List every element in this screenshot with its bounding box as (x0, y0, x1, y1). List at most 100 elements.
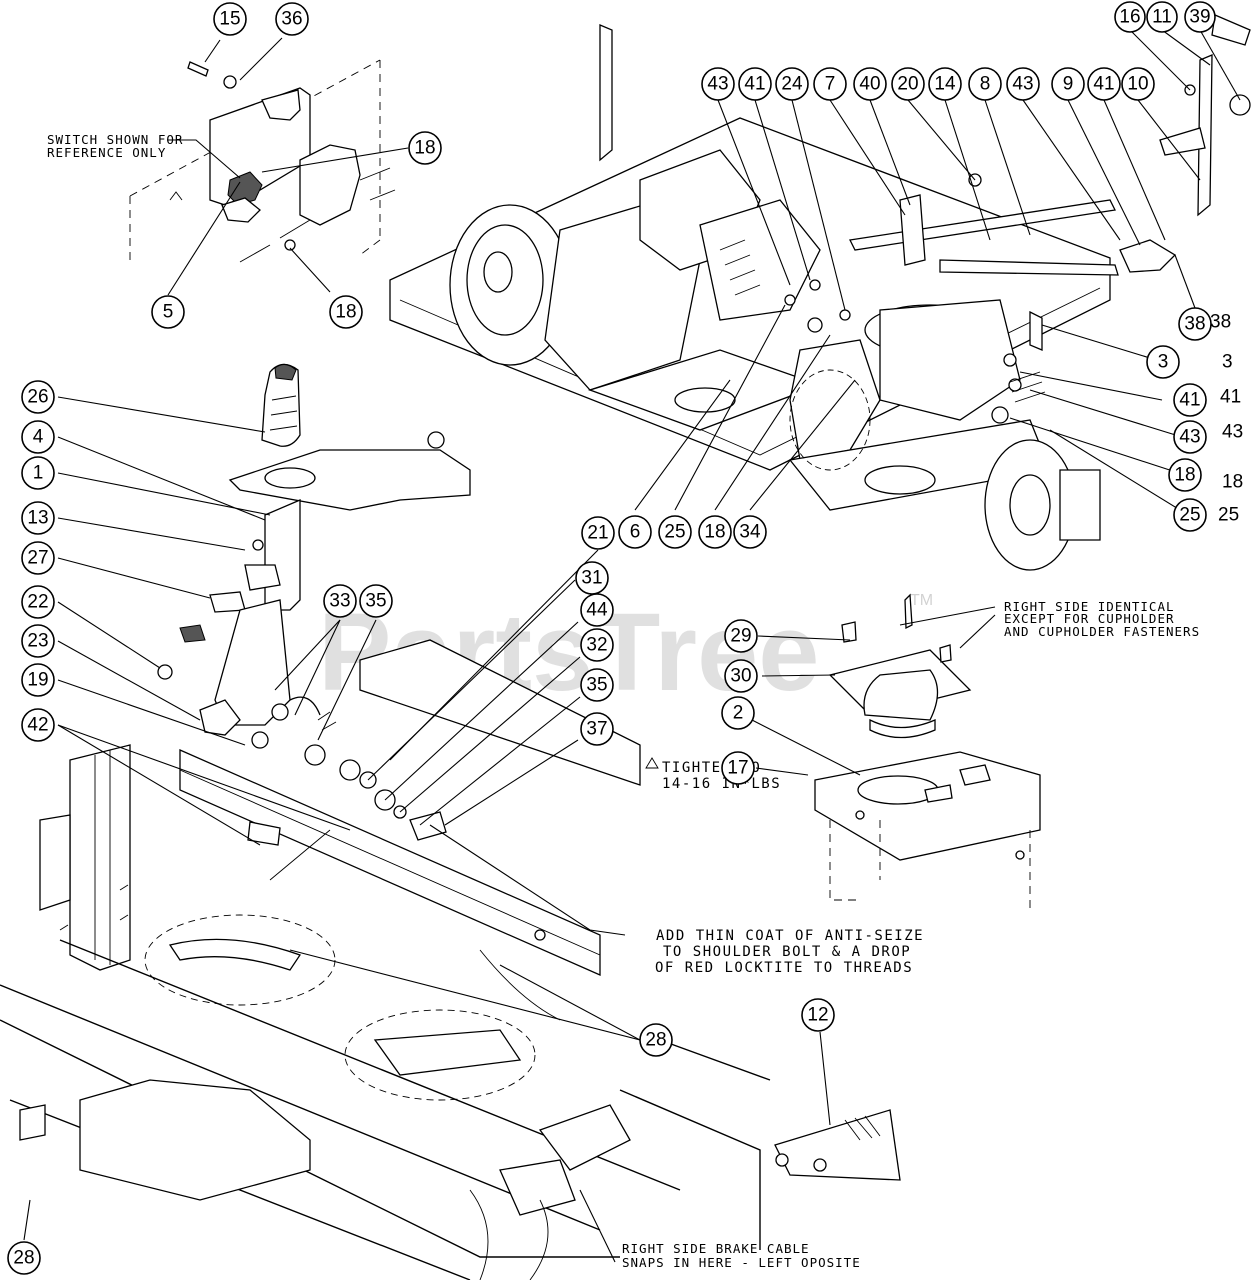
note-brake-cable: RIGHT SIDE BRAKE CABLE SNAPS IN HERE - L… (622, 1241, 860, 1270)
callout-label: 25 (664, 522, 685, 543)
transmission-assembly (389, 14, 1251, 571)
watermark-tm: TM (910, 592, 933, 609)
callout-35[interactable]: 35 (359, 584, 393, 618)
callout-11[interactable]: 11 (1146, 1, 1178, 33)
side-label-3: 3 (1222, 352, 1233, 373)
callout-label: 3 (1158, 352, 1169, 373)
callout-label: 2 (733, 703, 744, 724)
callout-label: 26 (27, 387, 48, 408)
callout-7[interactable]: 7 (813, 67, 847, 101)
note-brake-line1: RIGHT SIDE BRAKE CABLE (622, 1241, 810, 1256)
note-right-side-line3: AND CUPHOLDER FASTENERS (1004, 624, 1200, 639)
callout-22[interactable]: 22 (21, 585, 55, 619)
callout-31[interactable]: 31 (575, 561, 609, 595)
callout-28[interactable]: 28 (639, 1023, 673, 1057)
callout-44[interactable]: 44 (580, 593, 614, 627)
callout-25[interactable]: 25 (658, 515, 692, 549)
callout-label: 4 (33, 427, 44, 448)
callout-23[interactable]: 23 (21, 624, 55, 658)
callout-label: 14 (934, 74, 956, 95)
callout-43[interactable]: 43 (701, 67, 735, 101)
callout-label: 17 (727, 758, 748, 779)
callout-label: 13 (27, 508, 48, 529)
callout-39[interactable]: 39 (1184, 1, 1216, 33)
callout-30[interactable]: 30 (724, 659, 758, 693)
callout-label: 32 (586, 635, 607, 656)
callout-41[interactable]: 41 (1087, 67, 1121, 101)
callout-label: 8 (980, 74, 991, 95)
callout-41[interactable]: 41 (1173, 383, 1207, 417)
shift-lever-assembly (157, 363, 471, 841)
callout-40[interactable]: 40 (853, 67, 887, 101)
callout-43[interactable]: 43 (1006, 67, 1040, 101)
callout-25[interactable]: 25 (1173, 498, 1207, 532)
callout-14[interactable]: 14 (928, 67, 962, 101)
callout-label: 22 (27, 592, 48, 613)
callout-28[interactable]: 28 (7, 1241, 41, 1275)
callout-18[interactable]: 18 (329, 295, 363, 329)
callout-label: 27 (27, 548, 48, 569)
callout-21[interactable]: 21 (581, 516, 615, 550)
callout-35[interactable]: 35 (580, 668, 614, 702)
callout-26[interactable]: 26 (21, 380, 55, 414)
callout-18[interactable]: 18 (1168, 458, 1202, 492)
callout-label: 43 (1012, 74, 1033, 95)
callout-16[interactable]: 16 (1114, 1, 1146, 33)
callout-43[interactable]: 43 (1173, 420, 1207, 454)
callout-label: 1 (33, 463, 44, 484)
callout-15[interactable]: 15 (213, 2, 247, 36)
side-label-25: 25 (1218, 505, 1239, 526)
callout-12[interactable]: 12 (801, 998, 835, 1032)
callout-41[interactable]: 41 (738, 67, 772, 101)
callout-37[interactable]: 37 (580, 712, 614, 746)
callout-24[interactable]: 24 (775, 67, 809, 101)
callout-label: 11 (1152, 7, 1172, 28)
callout-4[interactable]: 4 (21, 420, 55, 454)
note-torque: TIGHTEN TO 14-16 IN*LBS (645, 757, 781, 792)
callout-5[interactable]: 5 (151, 295, 185, 329)
part-12-bracket (774, 1109, 901, 1181)
side-label-41: 41 (1220, 387, 1241, 408)
callout-6[interactable]: 6 (618, 515, 652, 549)
callout-label: 21 (587, 523, 608, 544)
callout-18[interactable]: 18 (408, 131, 442, 165)
callout-27[interactable]: 27 (21, 541, 55, 575)
callout-34[interactable]: 34 (733, 515, 767, 549)
callout-label: 28 (13, 1248, 34, 1269)
callout-label: 18 (704, 522, 725, 543)
callout-18[interactable]: 18 (698, 515, 732, 549)
callout-9[interactable]: 9 (1051, 67, 1085, 101)
note-torque-line2: 14-16 IN*LBS (662, 776, 781, 792)
callout-label: 43 (1179, 427, 1200, 448)
note-switch-line1: SWITCH SHOWN FOR (47, 132, 183, 147)
callout-32[interactable]: 32 (580, 628, 614, 662)
callout-label: 15 (219, 9, 240, 30)
callout-label: 42 (27, 715, 48, 736)
callout-2[interactable]: 2 (721, 696, 755, 730)
callout-33[interactable]: 33 (323, 584, 357, 618)
callout-38[interactable]: 38 (1178, 307, 1212, 341)
callout-label: 34 (739, 522, 761, 543)
switch-bracket-inset (129, 59, 396, 263)
callout-label: 19 (27, 670, 48, 691)
callout-10[interactable]: 10 (1121, 67, 1155, 101)
callout-1[interactable]: 1 (21, 456, 55, 490)
note-antiseize-line2: TO SHOULDER BOLT & A DROP (663, 944, 911, 960)
side-label-38: 38 (1210, 312, 1231, 333)
callout-36[interactable]: 36 (275, 2, 309, 36)
callout-label: 43 (707, 74, 728, 95)
side-label-18: 18 (1222, 472, 1243, 493)
callout-3[interactable]: 3 (1146, 345, 1180, 379)
callout-13[interactable]: 13 (21, 501, 55, 535)
cupholder-assembly (814, 593, 1041, 910)
callout-17[interactable]: 17 (721, 751, 755, 785)
note-switch: SWITCH SHOWN FOR REFERENCE ONLY (47, 132, 183, 160)
callout-8[interactable]: 8 (968, 67, 1002, 101)
callout-label: 30 (730, 666, 751, 687)
callout-42[interactable]: 42 (21, 708, 55, 742)
callout-29[interactable]: 29 (724, 619, 758, 653)
note-switch-line2: REFERENCE ONLY (47, 145, 166, 160)
callout-20[interactable]: 20 (891, 67, 925, 101)
callout-19[interactable]: 19 (21, 663, 55, 697)
